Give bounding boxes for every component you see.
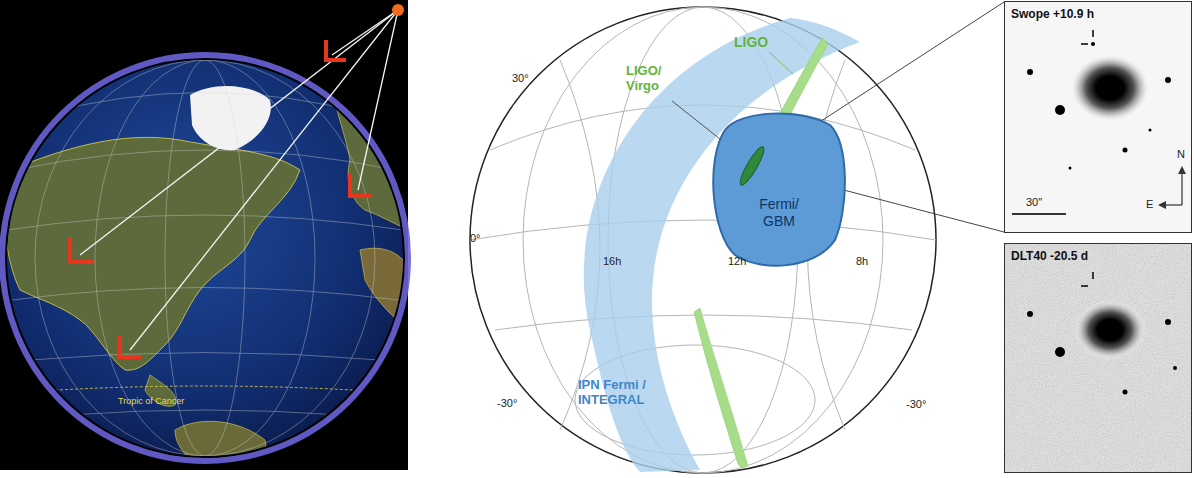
axis-label: 8h [856, 255, 868, 268]
space-background [0, 0, 408, 470]
axis-label: -30° [497, 397, 517, 410]
axis-label: 16h [603, 255, 621, 268]
region-outline [708, 108, 850, 274]
dlt40-image [1027, 272, 1177, 395]
sky-grid [470, 7, 936, 473]
region-label: LIGO/ Virgo [626, 64, 686, 94]
continents [5, 39, 410, 470]
axis-label: 12h [728, 255, 746, 268]
source [392, 4, 404, 16]
localisation-region [737, 144, 768, 187]
axis-label: 0° [470, 232, 481, 245]
ligo-arc [694, 308, 748, 467]
axis-label: 30° [512, 72, 529, 85]
scale-label: 30″ [1026, 196, 1042, 209]
compass-label: N [1177, 148, 1185, 161]
atmosphere [2, 55, 408, 461]
image-ground [1004, 243, 1192, 473]
map-label: Tropic of Cancer [118, 396, 184, 406]
node-text: Fermi/ GBM [749, 196, 809, 230]
image-noise [1004, 243, 1192, 473]
compass-label: E [1146, 198, 1153, 211]
fermi-gbm-region: Fermi/ GBM [708, 108, 850, 274]
node-text: Swope +10.9 h [1011, 7, 1185, 21]
image-ground [1004, 1, 1192, 233]
region-shape [713, 114, 845, 266]
node-text: DLT40 -20.5 d [1011, 249, 1185, 263]
region-label: LIGO [734, 34, 768, 50]
axis-label: -30° [906, 398, 926, 411]
swope-image [1012, 30, 1186, 214]
detector-arms [70, 42, 370, 357]
sky-sphere [470, 7, 936, 473]
leader-line [769, 52, 793, 74]
region-label: IPN Fermi / INTEGRAL [578, 378, 678, 408]
image-panel: DLT40 -20.5 d [1004, 243, 1192, 473]
detector-sight-lines [80, 10, 398, 350]
